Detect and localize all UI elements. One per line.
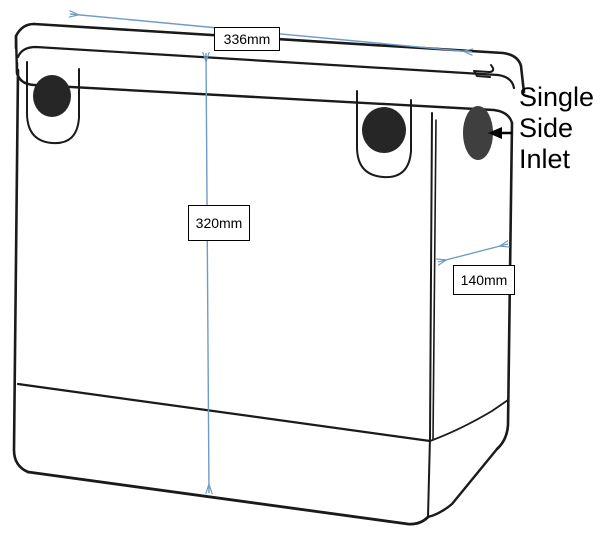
callout-line-2: Side	[519, 113, 574, 143]
dimension-line-depth	[438, 244, 508, 262]
side-panel-seam-wrap	[429, 399, 509, 442]
cistern-body-outline	[12, 22, 526, 526]
front-panel-seam	[16, 382, 432, 443]
right-fixing-hole	[362, 107, 406, 153]
front-face-left-edge	[12, 68, 30, 474]
side-panel-seam	[432, 119, 437, 441]
callout-line-3: Inlet	[519, 144, 571, 174]
lid-top-far-edge	[14, 22, 36, 50]
lid-left-edge	[14, 34, 19, 76]
front-face-bottom-edge	[26, 470, 430, 526]
side-panel-bottom-edge	[426, 447, 499, 519]
right-hole-recess	[356, 90, 412, 179]
lid-clip-detail	[473, 64, 495, 78]
lid-right-corner	[521, 82, 526, 94]
side-inlet-callout-arrow	[488, 127, 512, 139]
left-hole-recess	[26, 61, 80, 145]
front-face-right-edge	[427, 112, 433, 518]
dimension-label-width: 336mm	[214, 27, 280, 51]
cistern-openings	[26, 61, 495, 179]
lid-top-back-line	[32, 22, 525, 86]
side-panel-back-edge	[495, 121, 514, 451]
side-inlet-port	[463, 106, 493, 160]
callout-line-1: Single	[519, 82, 595, 112]
side-inlet-callout-label: Single Side Inlet	[519, 82, 594, 175]
dimension-line-height	[206, 53, 209, 493]
dimension-label-height: 320mm	[188, 205, 250, 241]
left-fixing-hole	[33, 75, 71, 117]
lid-top-front-edge	[16, 45, 516, 90]
dimension-label-depth: 140mm	[453, 265, 515, 295]
